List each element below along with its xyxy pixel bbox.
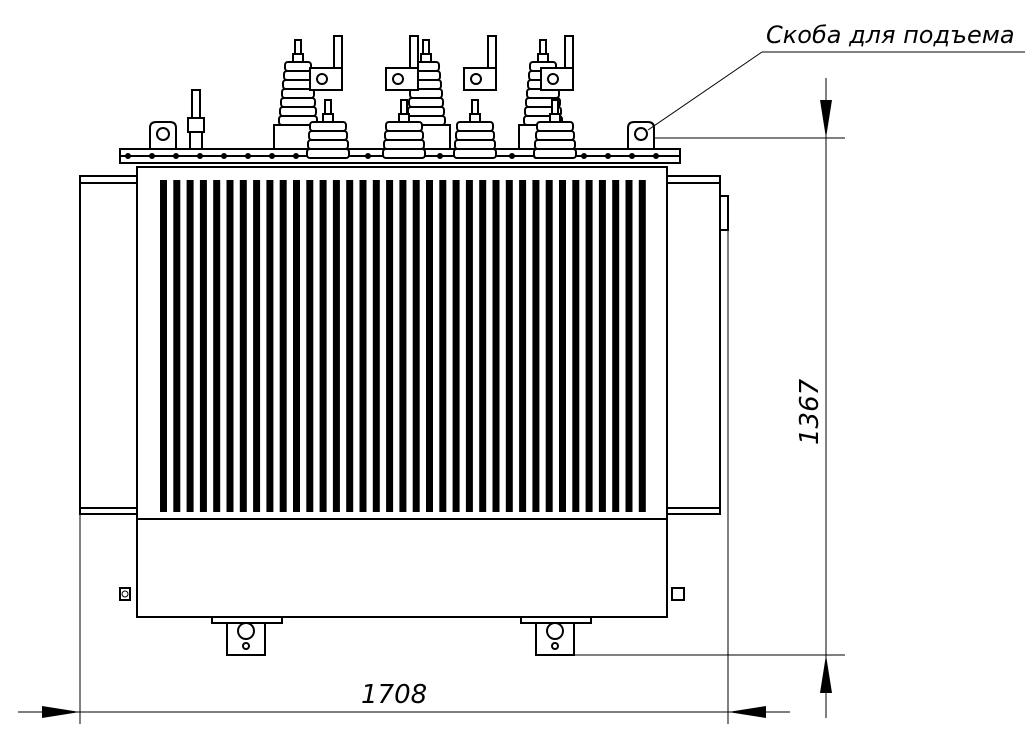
- cooling-fin: [279, 180, 287, 512]
- cooling-fin: [519, 180, 527, 512]
- cooling-fin: [598, 180, 606, 512]
- right-side-panel: [666, 175, 729, 515]
- cover-bolt: [629, 153, 635, 159]
- wheel-bracket-left: [211, 616, 283, 656]
- bushing: [306, 99, 350, 159]
- cooling-fin: [213, 180, 221, 512]
- cooling-fin: [465, 180, 473, 512]
- cooling-fin: [359, 180, 367, 512]
- cooling-fin: [545, 180, 553, 512]
- bushing: [453, 99, 497, 159]
- terminal-lug: [385, 35, 419, 91]
- height-dimension: [574, 78, 845, 718]
- cooling-fin: [226, 180, 234, 512]
- terminal-lug: [540, 35, 574, 91]
- cooling-fin: [532, 180, 540, 512]
- bushing: [382, 99, 426, 159]
- thermometer-pocket: [187, 89, 205, 150]
- width-dimension-label: 1708: [361, 680, 427, 710]
- cover-bolt: [365, 153, 371, 159]
- cover-bolt: [509, 153, 515, 159]
- cooling-fin: [625, 180, 633, 512]
- bushings: [273, 35, 577, 159]
- cooling-fin: [239, 180, 247, 512]
- cover-bolt: [221, 153, 227, 159]
- cooling-fin: [412, 180, 420, 512]
- cooling-fin: [439, 180, 447, 512]
- cooling-fin: [160, 180, 167, 512]
- cover-bolt: [437, 153, 443, 159]
- width-dimension: [18, 230, 790, 724]
- cover-bolt: [197, 153, 203, 159]
- wheel-bracket-right: [520, 616, 592, 656]
- cooling-fin: [505, 180, 513, 512]
- cooling-fin: [293, 180, 300, 512]
- cooling-fin: [399, 180, 407, 512]
- cover-bolt: [125, 153, 131, 159]
- left-side-panel: [79, 175, 138, 515]
- tank-body: [119, 166, 685, 618]
- cover-bolt: [173, 153, 179, 159]
- cover-bolt: [269, 153, 275, 159]
- cooling-fin: [638, 180, 646, 512]
- lifting-bracket-left: [149, 121, 177, 149]
- cooling-fin: [319, 180, 327, 512]
- cover-bolt: [149, 153, 155, 159]
- lifting-bracket-right: [627, 121, 655, 149]
- cooling-fin: [492, 180, 500, 512]
- cooling-fin: [426, 180, 433, 512]
- height-dimension-label: 1367: [795, 378, 825, 445]
- cooling-fin: [186, 180, 194, 512]
- cooling-fin: [585, 180, 593, 512]
- cooling-fin: [253, 180, 261, 512]
- cooling-fin: [306, 180, 314, 512]
- cooling-fin: [479, 180, 487, 512]
- cooling-fin: [199, 180, 207, 512]
- bracket-leader-line: [647, 51, 1025, 131]
- cooling-fins: [160, 180, 646, 512]
- cooling-fin: [452, 180, 460, 512]
- terminal-lug: [463, 35, 497, 91]
- bushing: [533, 99, 577, 159]
- cover-bolt: [293, 153, 299, 159]
- cooling-fin: [386, 180, 394, 512]
- cooling-fin: [332, 180, 340, 512]
- cover-bolt: [581, 153, 587, 159]
- cooling-fin: [559, 180, 566, 512]
- terminal-lug: [309, 35, 343, 91]
- cover-bolt: [245, 153, 251, 159]
- cooling-fin: [612, 180, 620, 512]
- cover-bolt: [653, 153, 659, 159]
- cooling-fin: [266, 180, 274, 512]
- cooling-fin: [346, 180, 354, 512]
- cover-bolt: [605, 153, 611, 159]
- cooling-fin: [572, 180, 580, 512]
- cooling-fin: [173, 180, 181, 512]
- cooling-fin: [372, 180, 380, 512]
- lifting-bracket-label: Скоба для подъема: [766, 21, 1015, 49]
